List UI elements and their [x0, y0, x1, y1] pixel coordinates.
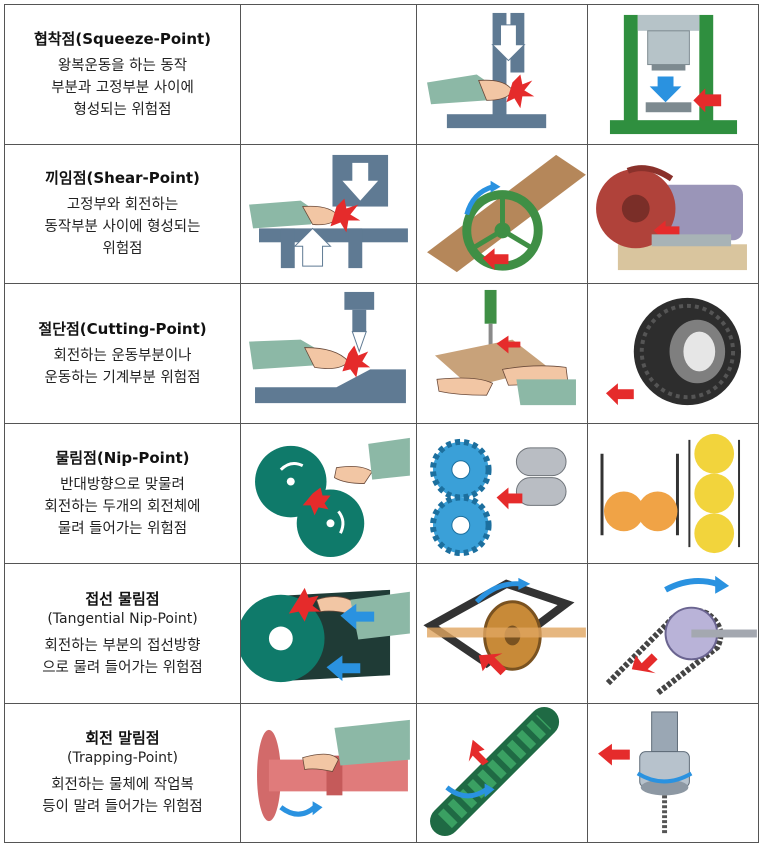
table-row: 접선 물림점 (Tangential Nip-Point) 회전하는 부분의 접… [4, 563, 759, 704]
description-line: 왕복운동을 하는 동작 [57, 57, 188, 74]
press-die-hand-illustration [427, 12, 547, 129]
illustration-cell [587, 703, 759, 843]
belt-pulley-hand-illustration [241, 587, 410, 683]
description-cell: 끼임점(Shear-Point) 고정부와 회전하는 동작부분 사이에 형성되는… [4, 144, 241, 284]
table-row: 끼임점(Shear-Point) 고정부와 회전하는 동작부분 사이에 형성되는… [4, 144, 759, 284]
danger-point-title: 회전 말림점 [85, 729, 160, 747]
illustration-cell [416, 4, 588, 145]
danger-point-title: 접선 물림점 [85, 589, 160, 608]
drill-spindle-illustration [598, 711, 693, 836]
description-line: 회전하는 부분의 접선방향 [44, 637, 201, 654]
danger-point-table: 협착점(Squeeze-Point) 왕복운동을 하는 동작 부분과 고정부분 … [4, 4, 759, 843]
illustration-cell [240, 703, 417, 843]
chain-sprocket-illustration [605, 575, 757, 696]
description-line: 회전하는 두개의 회전체에 [44, 498, 201, 515]
illustration-cell [240, 283, 417, 424]
roller-stack-illustration [600, 433, 741, 554]
description-line: 위험점 [102, 241, 143, 257]
milling-cutter-illustration [605, 297, 742, 406]
drill-board-hands-illustration [434, 289, 576, 406]
danger-point-title: 절단점(Cutting-Point) [38, 319, 207, 338]
meshing-gears-rollers-illustration [430, 438, 567, 557]
description-line: 으로 물려 들어가는 위험점 [42, 659, 203, 676]
illustration-cell [416, 563, 588, 704]
description-cell: 절단점(Cutting-Point) 회전하는 운동부분이나 운동하는 기계부분… [4, 283, 241, 424]
description-line: 회전하는 물체에 작업복 [51, 777, 194, 793]
grinder-wheel-illustration [596, 165, 747, 271]
description-cell: 접선 물림점 (Tangential Nip-Point) 회전하는 부분의 접… [4, 563, 241, 704]
vertical-press-frame-illustration [609, 14, 738, 135]
table-row: 물림점(Nip-Point) 반대방향으로 맞물려 회전하는 두개의 회전체에 … [4, 423, 759, 564]
description-line: 운동하는 기계부분 위험점 [44, 369, 201, 386]
illustration-cell [416, 283, 588, 424]
table-row: 절단점(Cutting-Point) 회전하는 운동부분이나 운동하는 기계부분… [4, 283, 759, 424]
description-line: 회전하는 운동부분이나 [53, 347, 192, 364]
danger-point-subtitle: (Tangential Nip-Point) [47, 610, 198, 627]
v-belt-pulley-illustration [423, 577, 586, 676]
shear-press-hand-illustration [249, 154, 408, 269]
danger-point-subtitle: (Trapping-Point) [67, 750, 178, 766]
handwheel-board-illustration [427, 154, 586, 273]
danger-point-title: 끼임점(Shear-Point) [45, 169, 200, 187]
illustration-cell [587, 283, 759, 424]
illustration-cell [587, 423, 759, 564]
description-line: 동작부분 사이에 형성되는 [44, 219, 201, 235]
description-line: 등이 말려 들어가는 위험점 [42, 799, 203, 815]
illustration-cell [416, 144, 588, 284]
description-line: 물려 들어가는 위험점 [57, 520, 188, 537]
illustration-cell [240, 563, 417, 704]
description-line: 반대방향으로 맞물려 [60, 476, 185, 493]
illustration-cell [587, 563, 759, 704]
description-line: 부분과 고정부분 사이에 [51, 79, 194, 96]
description-cell: 회전 말림점 (Trapping-Point) 회전하는 물체에 작업복 등이 … [4, 703, 241, 843]
cutting-blade-hand-illustration [249, 291, 406, 404]
rotating-screw-shaft-illustration [430, 706, 560, 837]
danger-point-title: 협착점(Squeeze-Point) [33, 29, 212, 48]
illustration-cell [416, 703, 588, 843]
illustration-cell [240, 423, 417, 564]
rotating-shaft-hand-illustration [257, 719, 410, 822]
danger-point-title: 물림점(Nip-Point) [55, 448, 190, 467]
description-line: 형성되는 위험점 [73, 101, 172, 118]
description-cell: 협착점(Squeeze-Point) 왕복운동을 하는 동작 부분과 고정부분 … [4, 4, 241, 145]
table-row: 협착점(Squeeze-Point) 왕복운동을 하는 동작 부분과 고정부분 … [4, 4, 759, 145]
table-row: 회전 말림점 (Trapping-Point) 회전하는 물체에 작업복 등이 … [4, 703, 759, 843]
nip-rollers-hand-illustration [255, 437, 410, 558]
illustration-cell [240, 144, 417, 284]
illustration-cell [240, 4, 417, 145]
illustration-cell [416, 423, 588, 564]
description-line: 고정부와 회전하는 [66, 197, 179, 213]
illustration-cell [587, 144, 759, 284]
illustration-cell [587, 4, 759, 145]
description-cell: 물림점(Nip-Point) 반대방향으로 맞물려 회전하는 두개의 회전체에 … [4, 423, 241, 564]
